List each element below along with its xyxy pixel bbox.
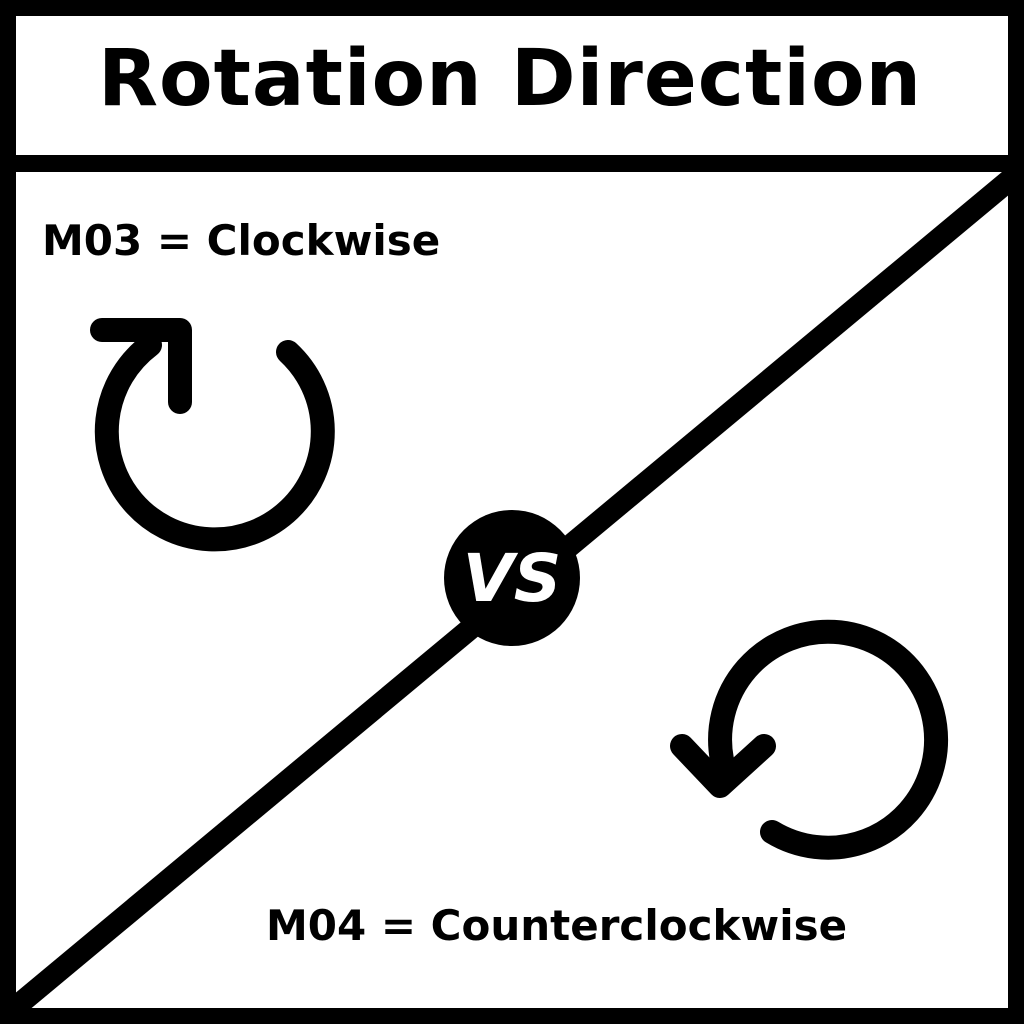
page-title: Rotation Direction <box>98 34 923 124</box>
rotate-counterclockwise-icon <box>670 619 949 860</box>
rotate-clockwise-icon <box>90 318 335 552</box>
vs-text: VS <box>462 539 562 617</box>
counterclockwise-label: M04 = Counterclockwise <box>266 901 848 950</box>
clockwise-label: M03 = Clockwise <box>42 216 441 265</box>
title-panel <box>16 16 1008 155</box>
vs-badge <box>444 510 580 646</box>
